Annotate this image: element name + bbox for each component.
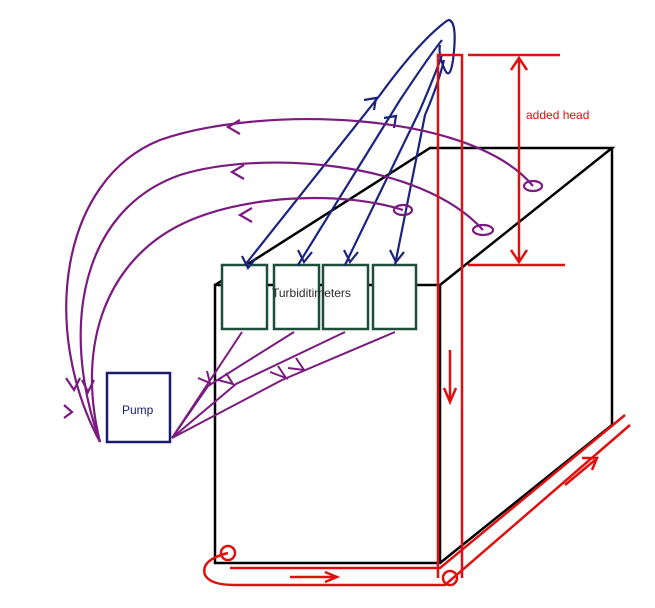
head-arrowhead-6 <box>383 114 398 129</box>
bottom-left-elbow <box>219 544 237 562</box>
return-arrowhead-4 <box>81 379 95 395</box>
recirculation-loop <box>203 53 631 587</box>
head-loop <box>438 18 456 75</box>
flow-to-head-lines <box>241 18 456 271</box>
head-dimension-arrow-top <box>509 55 529 71</box>
pump-feed-line-2 <box>171 331 295 439</box>
tank <box>213 146 616 565</box>
tank-right-face <box>439 148 614 564</box>
flow-to-head-1 <box>244 19 449 266</box>
turbidimeter-box-4 <box>371 263 418 331</box>
return-arrowhead-3 <box>237 207 253 223</box>
bottom-riser-elbow <box>441 569 459 587</box>
turbidimeters-label: Turbiditimeters <box>272 286 351 300</box>
flow-to-head-4 <box>393 59 446 266</box>
added-head-marker <box>468 53 565 267</box>
return-outlet-1 <box>522 179 544 193</box>
head-arrowhead-4 <box>389 249 405 265</box>
return-arrowhead-6 <box>63 404 74 419</box>
feed-arrowhead-2 <box>217 372 236 386</box>
return-arrowhead-5 <box>65 377 81 393</box>
return-outlet-3 <box>392 203 414 217</box>
riser-pipe <box>436 53 464 578</box>
bottom-return-pipe <box>203 424 631 587</box>
head-arrowhead-2 <box>297 249 313 265</box>
flow-to-head-2 <box>297 39 443 266</box>
turbidimeter-group <box>220 263 418 331</box>
pump-feed-lines <box>171 331 396 439</box>
turbidimeter-box-3 <box>321 263 370 331</box>
feed-arrowhead-1 <box>197 370 212 385</box>
head-arrowhead-3 <box>343 249 359 265</box>
return-arrowhead-1 <box>225 119 241 135</box>
pump-feed-line-4 <box>171 331 396 439</box>
head-arrowhead-5 <box>363 96 378 111</box>
tank-top-face <box>214 146 616 287</box>
return-lines <box>63 118 544 443</box>
feed-arrowhead-3 <box>269 365 289 381</box>
return-arc-2 <box>79 161 484 443</box>
return-arc-3 <box>90 196 404 443</box>
bottom-arrow <box>290 570 341 584</box>
down-arrow-in-riser <box>442 350 458 406</box>
bottom-return-pipe-inner <box>230 414 626 570</box>
feed-arrowhead-4 <box>287 357 307 372</box>
pump-feed-line-3 <box>171 331 346 439</box>
pump-box <box>105 371 172 444</box>
head-arrowhead-1 <box>241 255 257 271</box>
head-dimension-arrow-bottom <box>509 249 529 265</box>
turbidimeter-box-2 <box>272 263 321 331</box>
return-outlet-2 <box>471 223 495 237</box>
turbidimeter-box-1 <box>220 263 269 331</box>
return-arrowhead-2 <box>229 164 245 180</box>
flow-to-head-3 <box>344 54 444 266</box>
return-arc-1 <box>65 118 534 443</box>
added-head-label: added head <box>526 108 589 122</box>
diagonal-arrow <box>564 456 599 486</box>
pump-label: Pump <box>122 403 154 417</box>
